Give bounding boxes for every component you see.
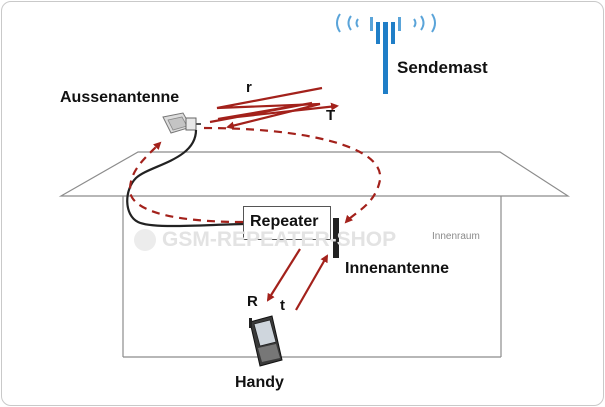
- repeater-box: [243, 206, 331, 240]
- label-r: r: [246, 79, 252, 96]
- antenna-cable: [126, 129, 244, 228]
- directional-antenna-icon: [162, 112, 201, 134]
- watermark: GSM-REPEATER-SHOP: [134, 228, 396, 252]
- dashed-signal-path-inner: [128, 141, 244, 224]
- label-aussenantenne: Aussenantenne: [60, 89, 180, 106]
- signal-R-downlink: [266, 248, 301, 302]
- signal-T-uplink: [209, 101, 339, 124]
- label-innenantenne: Innenantenne: [345, 260, 450, 277]
- indoor-antenna-icon: [333, 218, 339, 258]
- label-T: T: [326, 107, 336, 124]
- label-innenraum: Innenraum: [432, 231, 480, 242]
- label-t: t: [280, 297, 285, 314]
- watermark-text: GSM-REPEATER-SHOP: [162, 228, 397, 251]
- building-roof: [58, 151, 571, 197]
- cell-tower-icon: [336, 13, 436, 94]
- signal-r-downlink: [216, 86, 323, 130]
- label-repeater: Repeater: [250, 213, 319, 230]
- label-R: R: [247, 293, 258, 310]
- building-outline: [58, 151, 571, 358]
- label-handy: Handy: [235, 374, 284, 391]
- watermark-logo-icon: [134, 229, 156, 251]
- dashed-signal-path-outer: [203, 126, 382, 224]
- mobile-phone-icon: [249, 315, 283, 367]
- signal-t-uplink: [295, 254, 328, 311]
- label-sendemast: Sendemast: [397, 58, 488, 77]
